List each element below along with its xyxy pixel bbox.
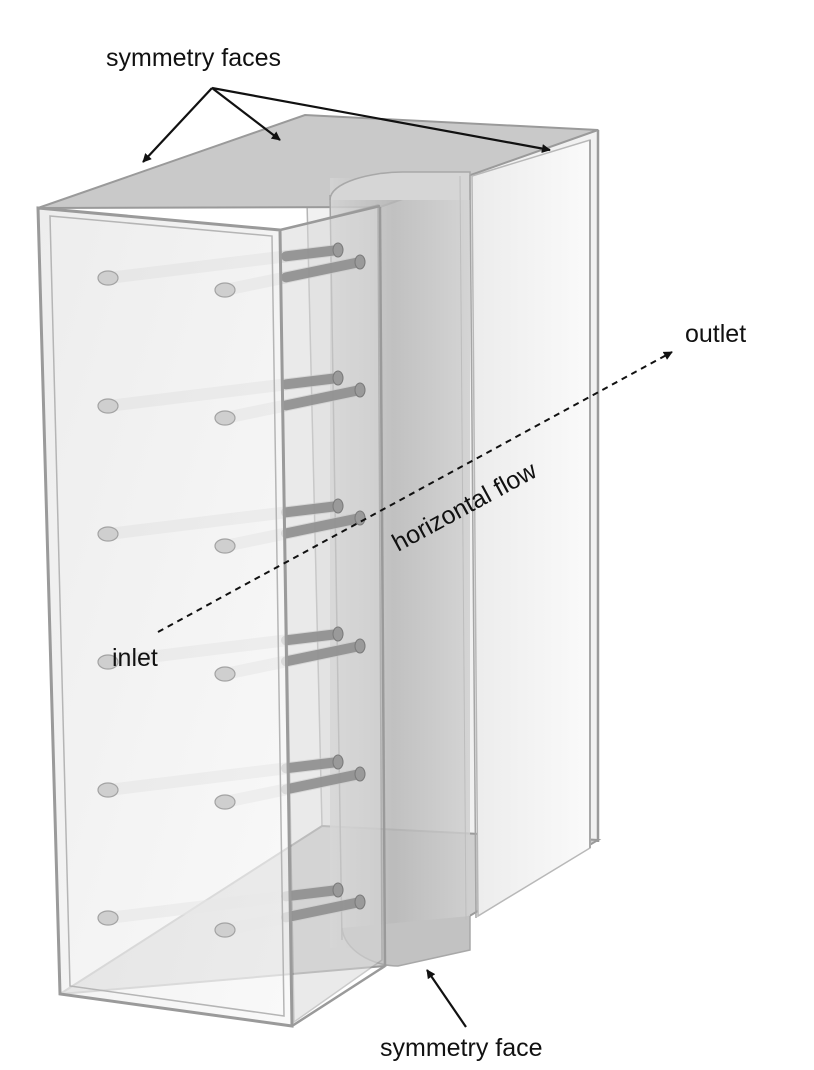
rod-4-1-tip (332, 626, 344, 642)
rod-2-2-exposed (281, 385, 365, 411)
rod-6-2-tip (354, 894, 366, 910)
rod-3-2-end (214, 538, 236, 554)
rod-5-2-end (214, 794, 236, 810)
flow-direction-arrow (157, 351, 673, 633)
symmetry-face-label: symmetry face (380, 1034, 543, 1062)
rod-2-1-end (97, 398, 119, 414)
rod-4-2-end (214, 666, 236, 682)
rod-3-1-end (97, 526, 119, 542)
rod-1-2-exposed (281, 257, 365, 283)
rod-1-1-tip (332, 242, 344, 258)
front-bottom-edge (291, 964, 386, 1028)
rod-5-2-exposed (281, 769, 365, 795)
symmetry-faces-label: symmetry faces (106, 44, 281, 72)
rod-4-1-exposed (281, 629, 343, 646)
rod-1-1-end (97, 270, 119, 286)
cylinder-top-rim (329, 171, 471, 201)
symmetry-arrow-left (142, 87, 213, 163)
rod-4-2-tip (354, 638, 366, 654)
rod-1-2-tip (354, 254, 366, 270)
rod-5-1-exposed (281, 757, 343, 774)
rod-2-2-end (214, 410, 236, 426)
symmetry-arrow-right (211, 86, 551, 153)
rod-1-1-exposed (281, 245, 343, 262)
rod-3-1-exposed (281, 501, 343, 518)
rod-5-1-tip (332, 754, 344, 770)
rod-5-1-end (97, 782, 119, 798)
rod-6-1-tip (332, 882, 344, 898)
rod-4-1-end (97, 654, 119, 670)
rod-3-1-tip (332, 498, 344, 514)
rod-5-2-tip (354, 766, 366, 782)
symmetry-face-arrow (426, 969, 467, 1028)
front-right-edge (279, 204, 381, 232)
rod-3-2-tip (354, 510, 366, 526)
rod-2-1-exposed (281, 373, 343, 390)
front-face-inner-edge (49, 215, 285, 1017)
symmetry-arrow-mid (211, 87, 281, 141)
rod-6-1-exposed (281, 885, 343, 902)
outlet-side-region (471, 138, 591, 918)
front-face-group (36, 204, 386, 1028)
rod-6-2-exposed (281, 897, 365, 923)
rod-inlet-ends (97, 270, 236, 938)
rod-6-2-end (214, 922, 236, 938)
rod-1-2-end (214, 282, 236, 298)
rod-2-1-tip (332, 370, 344, 386)
rod-2-2-tip (354, 382, 366, 398)
front-face (36, 206, 294, 1028)
rod-6-1-end (97, 910, 119, 926)
rod-3-2-exposed (281, 513, 365, 539)
inlet-label: inlet (112, 644, 158, 672)
rod-4-2-exposed (281, 641, 365, 667)
outlet-label: outlet (685, 320, 746, 348)
